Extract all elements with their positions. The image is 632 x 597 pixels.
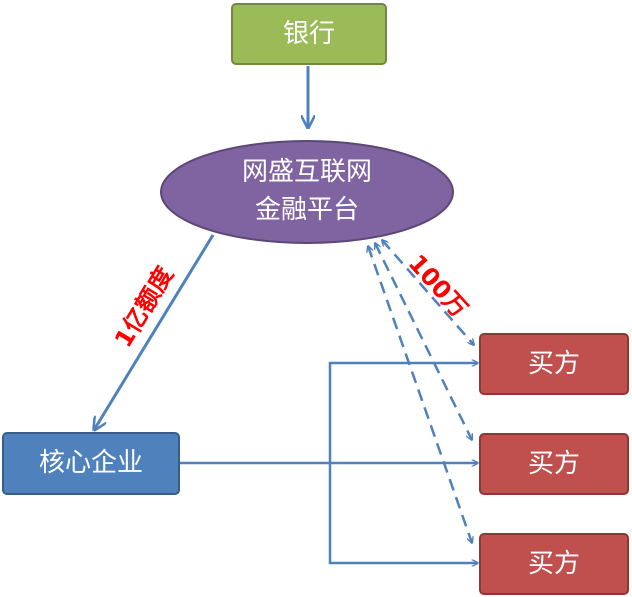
buyer-node: 买方: [479, 533, 629, 595]
bank-label: 银行: [283, 19, 335, 49]
core-to-buyers-connectors: [180, 363, 478, 563]
buyer-label: 买方: [528, 549, 580, 579]
buyer-label: 买方: [528, 349, 580, 379]
platform-node: 网盛互联网 金融平台: [160, 140, 454, 244]
platform-label-line1: 网盛互联网: [242, 157, 372, 187]
platform-label-line2: 金融平台: [255, 195, 359, 225]
platform-buyers-dashed-arrows: [368, 240, 474, 543]
core-enterprise-label: 核心企业: [39, 448, 143, 478]
loan-amount-label: 100万: [403, 249, 473, 323]
core-enterprise-node: 核心企业: [2, 432, 180, 495]
buyer-label: 买方: [528, 449, 580, 479]
bank-node: 银行: [231, 3, 387, 65]
buyer-node: 买方: [479, 333, 629, 395]
buyer-node: 买方: [479, 433, 629, 495]
platform-to-core-arrow: [94, 234, 215, 430]
